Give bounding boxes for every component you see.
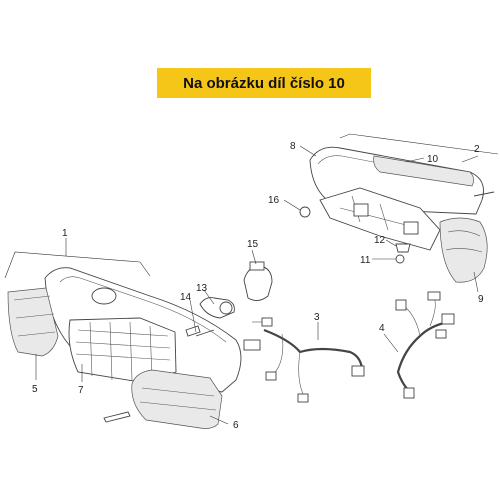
harness-4-plug-b — [427, 291, 441, 301]
side-lens-5 — [7, 287, 59, 357]
callout-2: 2 — [474, 144, 480, 155]
reflector-7 — [68, 317, 177, 383]
harness-3-main — [263, 328, 364, 369]
housing-bulb-socket — [91, 287, 117, 305]
bulb-13-base — [219, 301, 233, 315]
callout-7: 7 — [78, 385, 84, 396]
screw-2 — [473, 191, 495, 197]
rear-body-8-trim — [317, 155, 469, 181]
leader-2 — [461, 155, 479, 163]
callout-8: 8 — [290, 141, 296, 152]
callout-11: 11 — [360, 255, 371, 266]
harness-3-plug-b — [265, 371, 277, 381]
clip-12 — [395, 243, 411, 253]
callout-10: 10 — [427, 154, 439, 165]
harness-3-plug-a — [243, 339, 261, 351]
callout-14: 14 — [180, 292, 192, 303]
harness-4-plug-a — [395, 299, 407, 311]
harness-4-plug-e — [435, 329, 447, 339]
lamp-socket-a — [353, 203, 369, 217]
banner-text: Na obrázku díl číslo 10 — [183, 74, 345, 92]
rear-lens-9-ridge — [445, 230, 483, 253]
group-1-bracket — [4, 251, 151, 279]
screw-14 — [195, 329, 215, 337]
bulb-15 — [243, 265, 273, 301]
side-lens-5-ridge — [13, 295, 56, 337]
harness-4-plug-c — [441, 313, 455, 325]
harness-3-branch-a — [271, 333, 284, 377]
callout-15: 15 — [247, 239, 259, 250]
callout-4: 4 — [379, 323, 385, 334]
harness-3-plug-c — [297, 393, 309, 403]
harness-4-branch-a — [403, 305, 421, 337]
housing-inner-rim — [59, 276, 227, 343]
front-lens-6 — [131, 369, 223, 429]
screw-6 — [103, 411, 131, 423]
lamp-socket-b — [403, 221, 419, 235]
leader-lines — [35, 145, 479, 425]
rear-lamp-holder — [319, 187, 441, 251]
callout-5: 5 — [32, 384, 38, 395]
rear-lens-9 — [439, 217, 488, 283]
callout-16: 16 — [268, 195, 280, 206]
callout-9: 9 — [478, 294, 484, 305]
lens-strip-10 — [373, 155, 474, 187]
nut-11 — [395, 254, 405, 264]
fastener-16 — [299, 206, 311, 218]
harness-4-main — [396, 320, 449, 393]
callout-6: 6 — [233, 420, 239, 431]
harness-3-plug-d — [351, 365, 365, 377]
callout-3: 3 — [314, 312, 320, 323]
group-2-bracket — [339, 133, 499, 155]
front-lens-6-ridge — [139, 387, 217, 411]
harness-3-plug-e — [261, 317, 273, 327]
harness-3-branch-b — [298, 351, 305, 397]
callout-13: 13 — [196, 283, 208, 294]
harness-4-plug-d — [403, 387, 415, 399]
part-number-banner: Na obrázku díl číslo 10 — [157, 68, 371, 98]
callout-12: 12 — [374, 235, 386, 246]
clip-14 — [185, 325, 201, 337]
reflector-7-grid — [75, 321, 171, 381]
harness-4-branch-b — [429, 297, 436, 327]
callout-1: 1 — [62, 228, 68, 239]
bulb-15-base — [249, 261, 265, 271]
